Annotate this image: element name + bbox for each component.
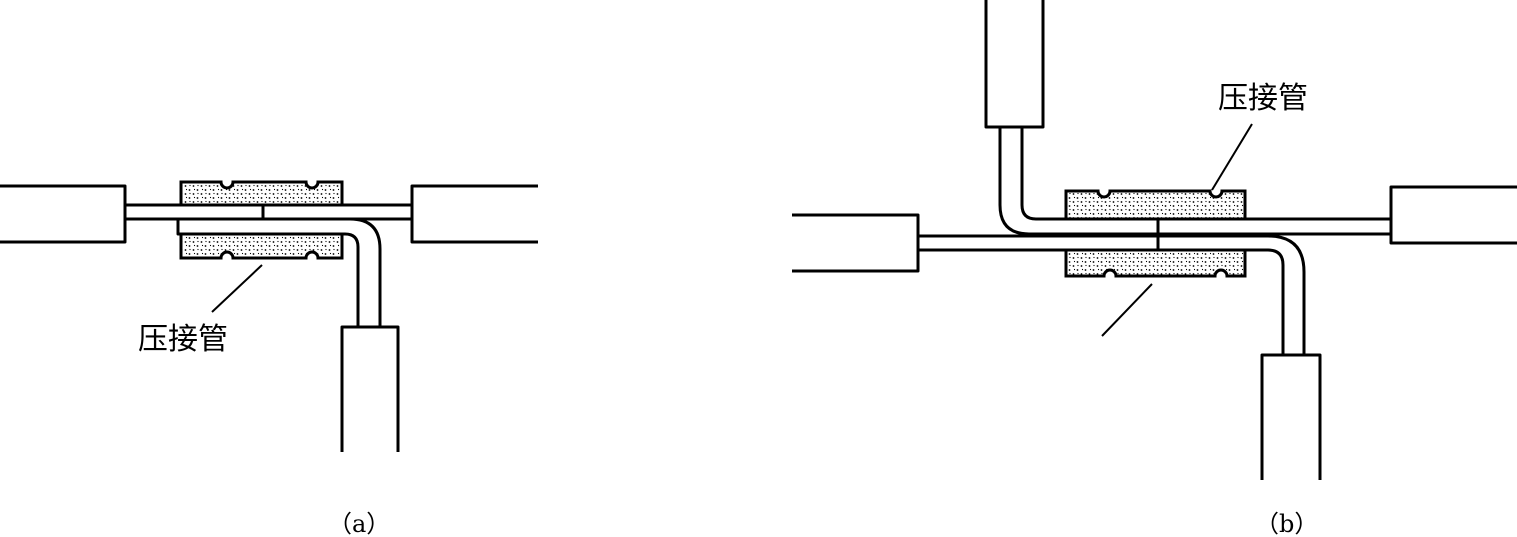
panel-b-leader-line-top (1211, 123, 1253, 191)
panel-b-right-cable (1389, 185, 1517, 245)
panel-b-leader-line-bottom (1101, 283, 1153, 337)
panel-b-sleeve-bottom (1064, 248, 1247, 278)
panel-a-leader-line (211, 264, 263, 313)
panel-a-branch-conductor-outer (176, 219, 360, 327)
panel-b-sleeve-top (1064, 189, 1247, 221)
panel-a-left-cable (0, 184, 127, 244)
panel-b-sleeve-label: 压接管 (1218, 81, 1308, 116)
panel-a: 压接管 （a） (0, 180, 538, 537)
panel-b-bottom-cable (1260, 353, 1322, 480)
panel-a-sleeve-label: 压接管 (138, 322, 228, 357)
panel-b-left-conductor-lower (918, 248, 1285, 355)
panel-b-top-conductor-inner (1020, 127, 1391, 221)
panel-b-caption: （b） (1255, 510, 1318, 537)
panel-b-top-cable (984, 0, 1045, 129)
panel-b-bottom-conductor (1158, 234, 1306, 355)
panel-a-caption: （a） (328, 510, 390, 537)
panel-b: 压接管 （b） (792, 0, 1517, 537)
panel-a-right-cable (410, 184, 538, 244)
panel-b-left-cable (792, 213, 920, 273)
panel-a-sleeve-top (179, 180, 344, 207)
panel-a-bottom-cable (340, 325, 400, 452)
panel-a-branch-conductor-inner (263, 217, 382, 327)
panel-b-top-conductor-outer (998, 127, 1158, 236)
panel-a-sleeve-bottom (179, 232, 344, 260)
